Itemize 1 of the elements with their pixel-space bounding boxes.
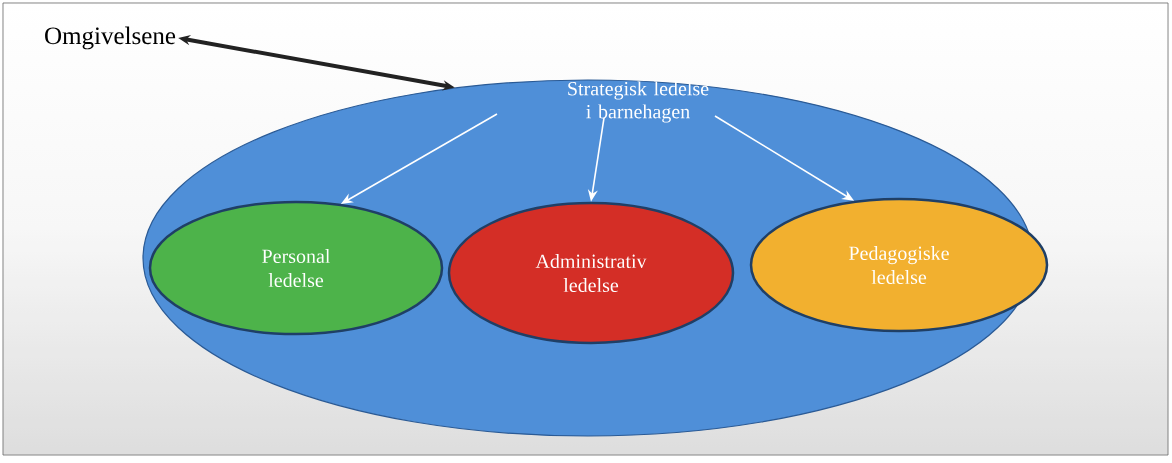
heading: Omgivelsene [45, 26, 176, 50]
